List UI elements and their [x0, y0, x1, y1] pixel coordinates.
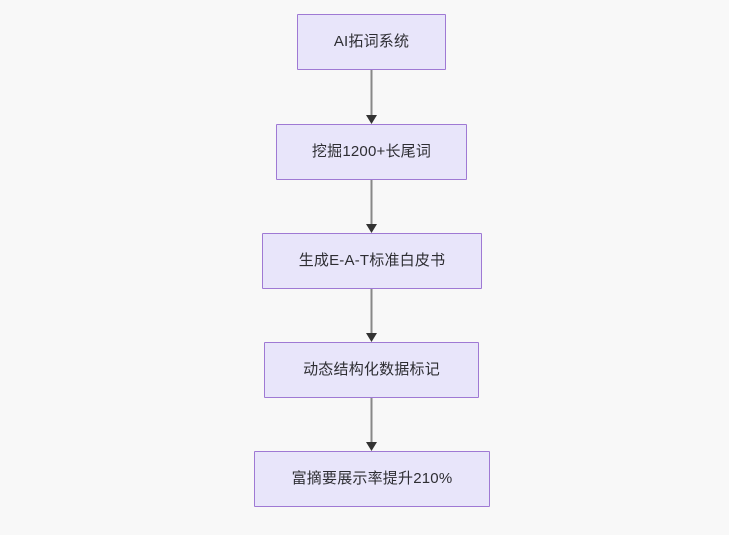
arrowhead-icon	[366, 333, 377, 342]
flowchart-node-n4[interactable]: 动态结构化数据标记	[264, 342, 479, 398]
flowchart-node-n5[interactable]: 富摘要展示率提升210%	[254, 451, 490, 507]
flowchart-node-label: 动态结构化数据标记	[303, 361, 440, 378]
flowchart-node-n2[interactable]: 挖掘1200+长尾词	[276, 124, 467, 180]
flowchart-node-n1[interactable]: AI拓词系统	[297, 14, 446, 70]
flowchart-node-label: 挖掘1200+长尾词	[311, 143, 432, 160]
flowchart-node-label: AI拓词系统	[333, 33, 410, 50]
arrowhead-icon	[366, 115, 377, 124]
flowchart-node-n3[interactable]: 生成E-A-T标准白皮书	[262, 233, 482, 289]
flowchart-node-label: 生成E-A-T标准白皮书	[298, 252, 446, 269]
arrowhead-icon	[366, 442, 377, 451]
flowchart-node-label: 富摘要展示率提升210%	[291, 470, 453, 487]
arrowhead-icon	[366, 224, 377, 233]
